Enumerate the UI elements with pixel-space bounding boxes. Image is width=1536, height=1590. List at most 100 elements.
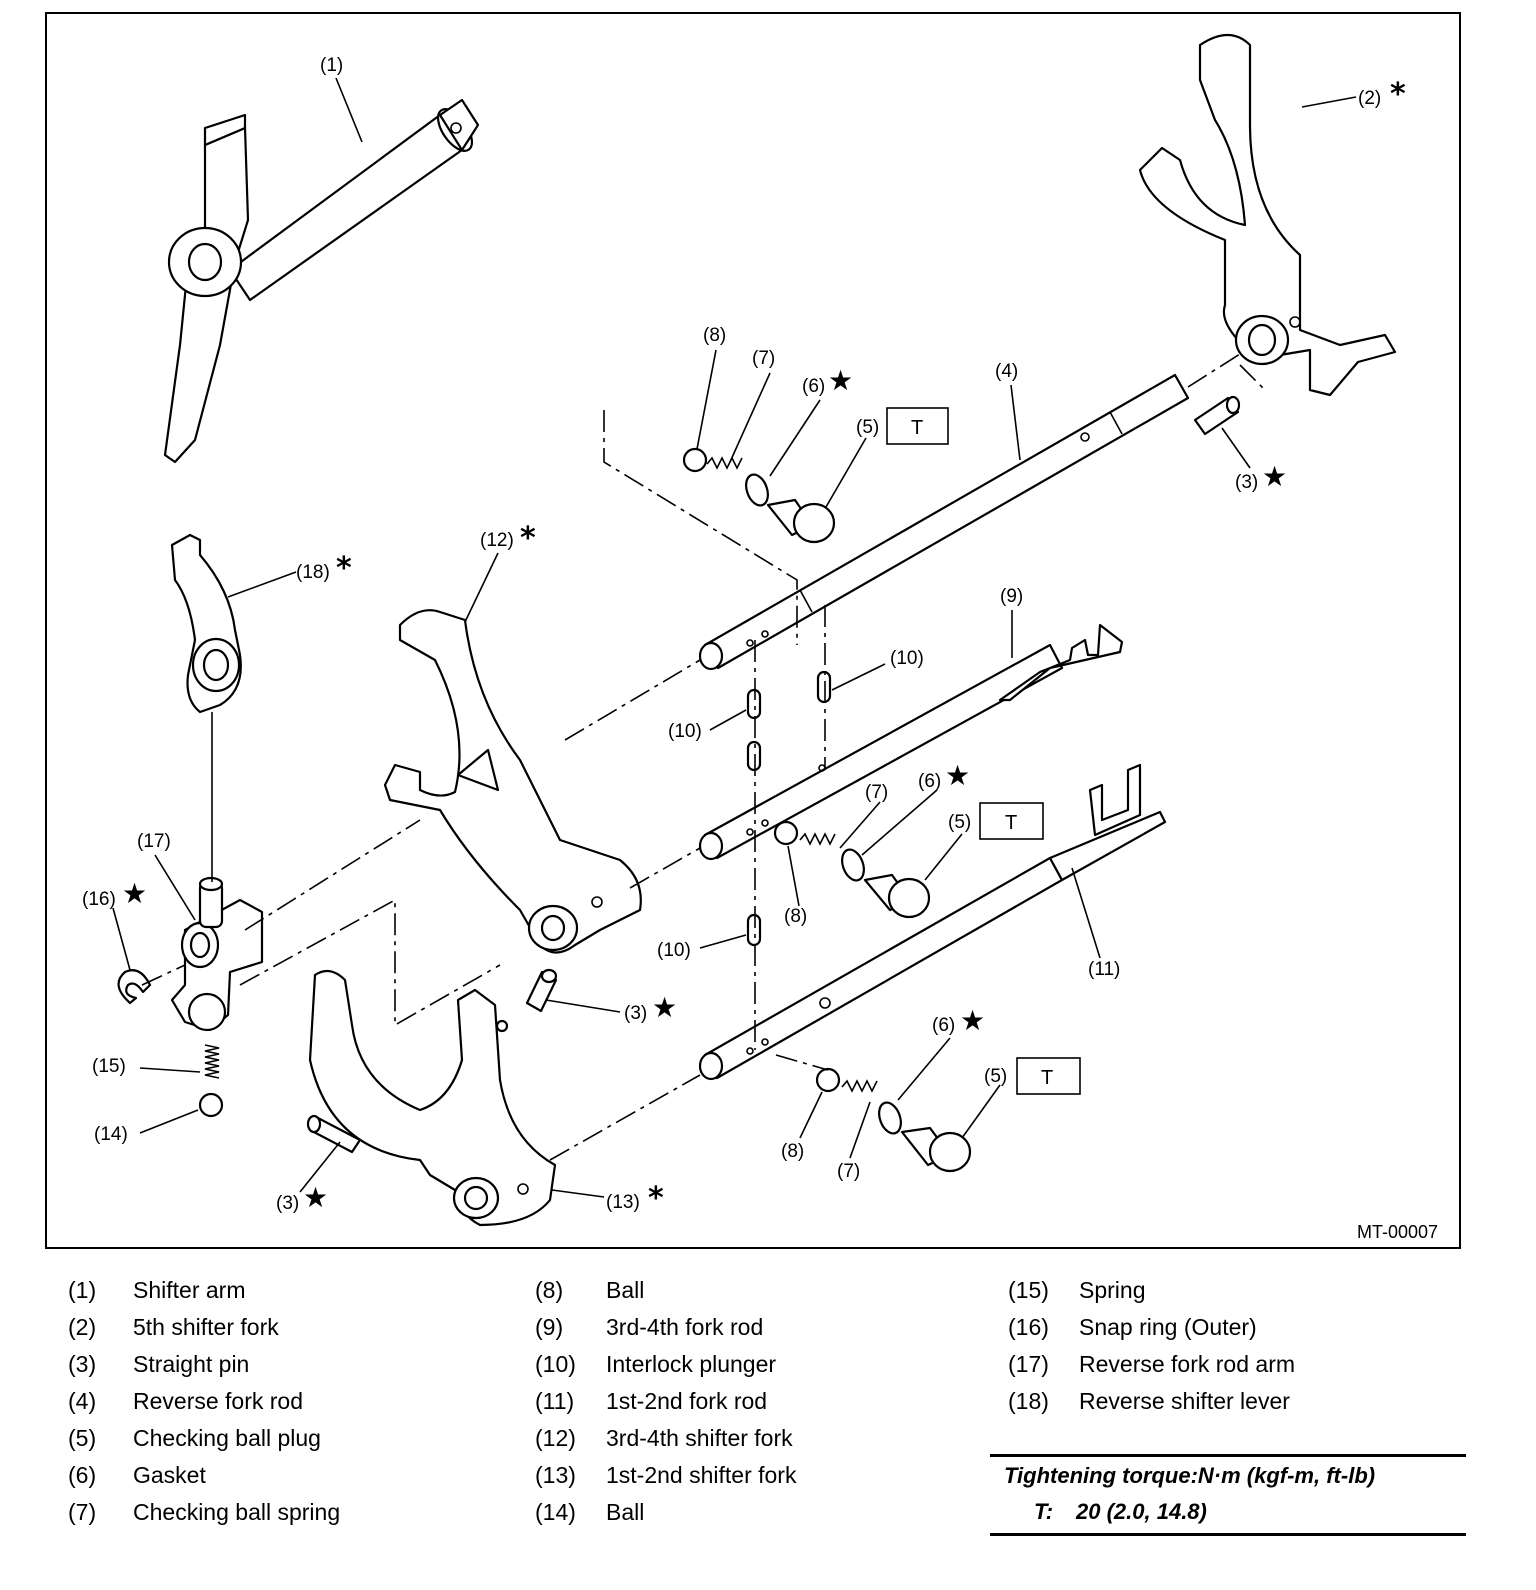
torque-box-top-label: T xyxy=(911,417,923,439)
part-1st-2nd-fork-rod xyxy=(698,763,1167,1081)
torque-box-middle-label: T xyxy=(1005,812,1017,834)
callout-13: (13) xyxy=(606,1192,640,1213)
callout-7-top: (7) xyxy=(752,348,775,369)
asterisk-mark-18: * xyxy=(336,551,352,586)
star-mark-16: ★ xyxy=(122,877,147,910)
legend-item: (5) Checking ball plug xyxy=(68,1420,340,1457)
legend-item: (4) Reverse fork rod xyxy=(68,1383,340,1420)
callout-17: (17) xyxy=(137,831,171,852)
callout-16: (16) xyxy=(82,889,116,910)
callout-15: (15) xyxy=(92,1056,126,1077)
star-mark-3-middle: ★ xyxy=(652,991,677,1024)
legend-item: (17)Reverse fork rod arm xyxy=(1008,1346,1295,1383)
legend-number: (13) xyxy=(535,1462,576,1488)
leader-lines xyxy=(112,77,1357,1198)
callout-5-bottom: (5) xyxy=(984,1066,1007,1087)
torque-box-top xyxy=(886,407,949,445)
callout-5-middle: (5) xyxy=(948,812,971,833)
callout-7-middle: (7) xyxy=(865,782,888,803)
legend-name: Ball xyxy=(606,1499,645,1525)
legend-name: Checking ball spring xyxy=(133,1499,341,1525)
torque-value: 20 (2.0, 14.8) xyxy=(1076,1499,1207,1524)
legend-column-1: (1)Shifter arm (2)5th shifter fork (3)St… xyxy=(68,1272,340,1531)
legend-name: Straight pin xyxy=(133,1351,250,1377)
legend-name: Interlock plunger xyxy=(606,1351,777,1377)
legend-name: Snap ring (Outer) xyxy=(1079,1314,1257,1340)
legend-name: Ball xyxy=(606,1277,645,1303)
part-ball-14 xyxy=(198,1092,224,1118)
legend-number: (16) xyxy=(1008,1314,1049,1340)
legend-name: 5th shifter fork xyxy=(133,1314,279,1340)
callout-6-top: (6) xyxy=(802,376,825,397)
legend-name: Reverse fork rod xyxy=(133,1388,304,1414)
callout-11: (11) xyxy=(1088,959,1120,980)
legend-name: 3rd-4th fork rod xyxy=(606,1314,764,1340)
legend-item: (12) 3rd-4th shifter fork xyxy=(535,1420,796,1457)
callout-4: (4) xyxy=(995,361,1018,382)
legend-item: (8)Ball xyxy=(535,1272,796,1309)
legend-item: (16) Snap ring (Outer) xyxy=(1008,1309,1295,1346)
callout-12: (12) xyxy=(480,530,514,551)
callout-10-lower: (10) xyxy=(657,940,691,961)
legend-name: Gasket xyxy=(133,1462,206,1488)
legend-name: Shifter arm xyxy=(133,1277,246,1303)
callout-1: (1) xyxy=(320,55,343,76)
checking-ball-assembly-middle xyxy=(773,820,931,919)
asterisk-mark-13: * xyxy=(648,1181,664,1216)
legend-number: (7) xyxy=(68,1499,97,1525)
part-straight-pin-middle xyxy=(525,968,558,1013)
legend-number: (18) xyxy=(1008,1388,1049,1414)
part-straight-pin-upper-right xyxy=(1193,395,1241,436)
legend-item: (3) Straight pin xyxy=(68,1346,340,1383)
torque-title: Tightening torque:N·m (kgf-m, ft-lb) xyxy=(1004,1463,1376,1488)
asterisk-mark-2: * xyxy=(1390,77,1406,112)
star-mark-6-middle: ★ xyxy=(945,759,970,792)
legend-number: (6) xyxy=(68,1462,97,1488)
callout-3-middle: (3) xyxy=(624,1003,647,1024)
legend-number: (5) xyxy=(68,1425,97,1451)
callout-8-middle: (8) xyxy=(784,906,807,927)
callout-18: (18) xyxy=(296,562,330,583)
legend-number: (12) xyxy=(535,1425,576,1451)
star-mark-6-bottom: ★ xyxy=(960,1004,985,1037)
legend-item: (6) Gasket xyxy=(68,1457,340,1494)
legend-item: (14) Ball xyxy=(535,1494,796,1531)
part-snap-ring xyxy=(117,969,152,1005)
legend-number: (3) xyxy=(68,1351,97,1377)
checking-ball-assembly-top xyxy=(682,447,836,544)
callout-8-bottom: (8) xyxy=(781,1141,804,1162)
legend-name: Checking ball plug xyxy=(133,1425,321,1451)
legend-number: (9) xyxy=(535,1314,564,1340)
legend-name: 1st-2nd fork rod xyxy=(606,1388,768,1414)
legend-number: (14) xyxy=(535,1499,576,1525)
callout-14: (14) xyxy=(94,1124,128,1145)
callout-8-top: (8) xyxy=(703,325,726,346)
figure-id: MT-00007 xyxy=(1357,1222,1438,1242)
legend-name: 3rd-4th shifter fork xyxy=(606,1425,793,1451)
asterisk-mark-12: * xyxy=(520,521,536,556)
callout-7-bottom: (7) xyxy=(837,1161,860,1182)
legend-name: Spring xyxy=(1079,1277,1146,1303)
tightening-torque-note: Tightening torque:N·m (kgf-m, ft-lb) T: 2… xyxy=(990,1454,1466,1536)
star-mark-3-right: ★ xyxy=(1262,460,1287,493)
callout-9: (9) xyxy=(1000,586,1023,607)
legend-item: (2)5th shifter fork xyxy=(68,1309,340,1346)
diagram-frame xyxy=(45,12,1461,1249)
legend-number: (11) xyxy=(535,1388,575,1414)
part-reverse-shifter-lever xyxy=(170,533,242,714)
torque-box-bottom xyxy=(1016,1057,1081,1095)
torque-box-bottom-label: T xyxy=(1041,1067,1053,1089)
torque-box-middle xyxy=(979,802,1044,840)
legend-column-3: (15)Spring (16)Snap ring (Outer) (17)Rev… xyxy=(1008,1272,1295,1420)
callout-6-bottom: (6) xyxy=(932,1015,955,1036)
part-shifter-arm xyxy=(163,98,480,464)
legend-item: (7) Checking ball spring xyxy=(68,1494,340,1531)
legend-item: (18)Reverse shifter lever xyxy=(1008,1383,1295,1420)
torque-spec: T: 20 (2.0, 14.8) xyxy=(1034,1499,1207,1525)
legend-number: (4) xyxy=(68,1388,97,1414)
torque-key: T: xyxy=(1034,1499,1054,1524)
part-5th-shifter-fork xyxy=(1138,33,1397,397)
part-3rd-4th-shifter-fork xyxy=(383,609,642,954)
star-mark-3-lower: ★ xyxy=(303,1181,328,1214)
parts-legend: (1)Shifter arm (2)5th shifter fork (3)St… xyxy=(68,1272,1488,1572)
